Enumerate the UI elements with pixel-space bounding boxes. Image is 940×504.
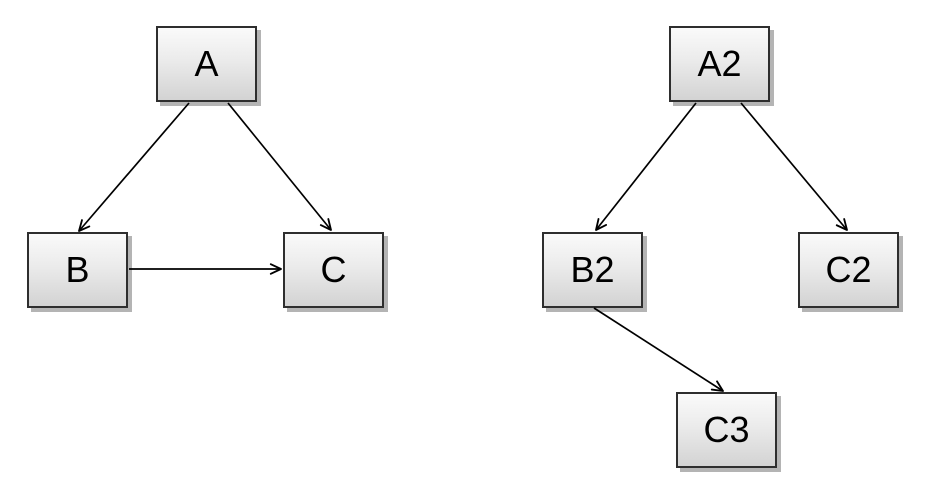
node-C2: C2: [798, 232, 899, 308]
node-B-label: B: [65, 249, 90, 290]
node-C: C: [283, 232, 384, 308]
node-C3-label: C3: [703, 409, 750, 450]
node-B: B: [27, 232, 128, 308]
node-C3: C3: [676, 392, 777, 468]
node-A-label: A: [194, 43, 219, 84]
node-A2-label: A2: [697, 43, 742, 84]
node-B2-label: B2: [570, 249, 615, 290]
node-B2: B2: [542, 232, 643, 308]
edge-A-C: [227, 102, 332, 231]
node-C-label: C: [320, 249, 347, 290]
edge-A-B: [78, 102, 190, 232]
node-A: A: [156, 26, 257, 102]
edge-A2-C2: [740, 102, 848, 231]
node-A2: A2: [669, 26, 770, 102]
edge-B2-C3: [593, 307, 724, 392]
edge-A2-B2: [595, 102, 697, 231]
node-C2-label: C2: [825, 249, 872, 290]
